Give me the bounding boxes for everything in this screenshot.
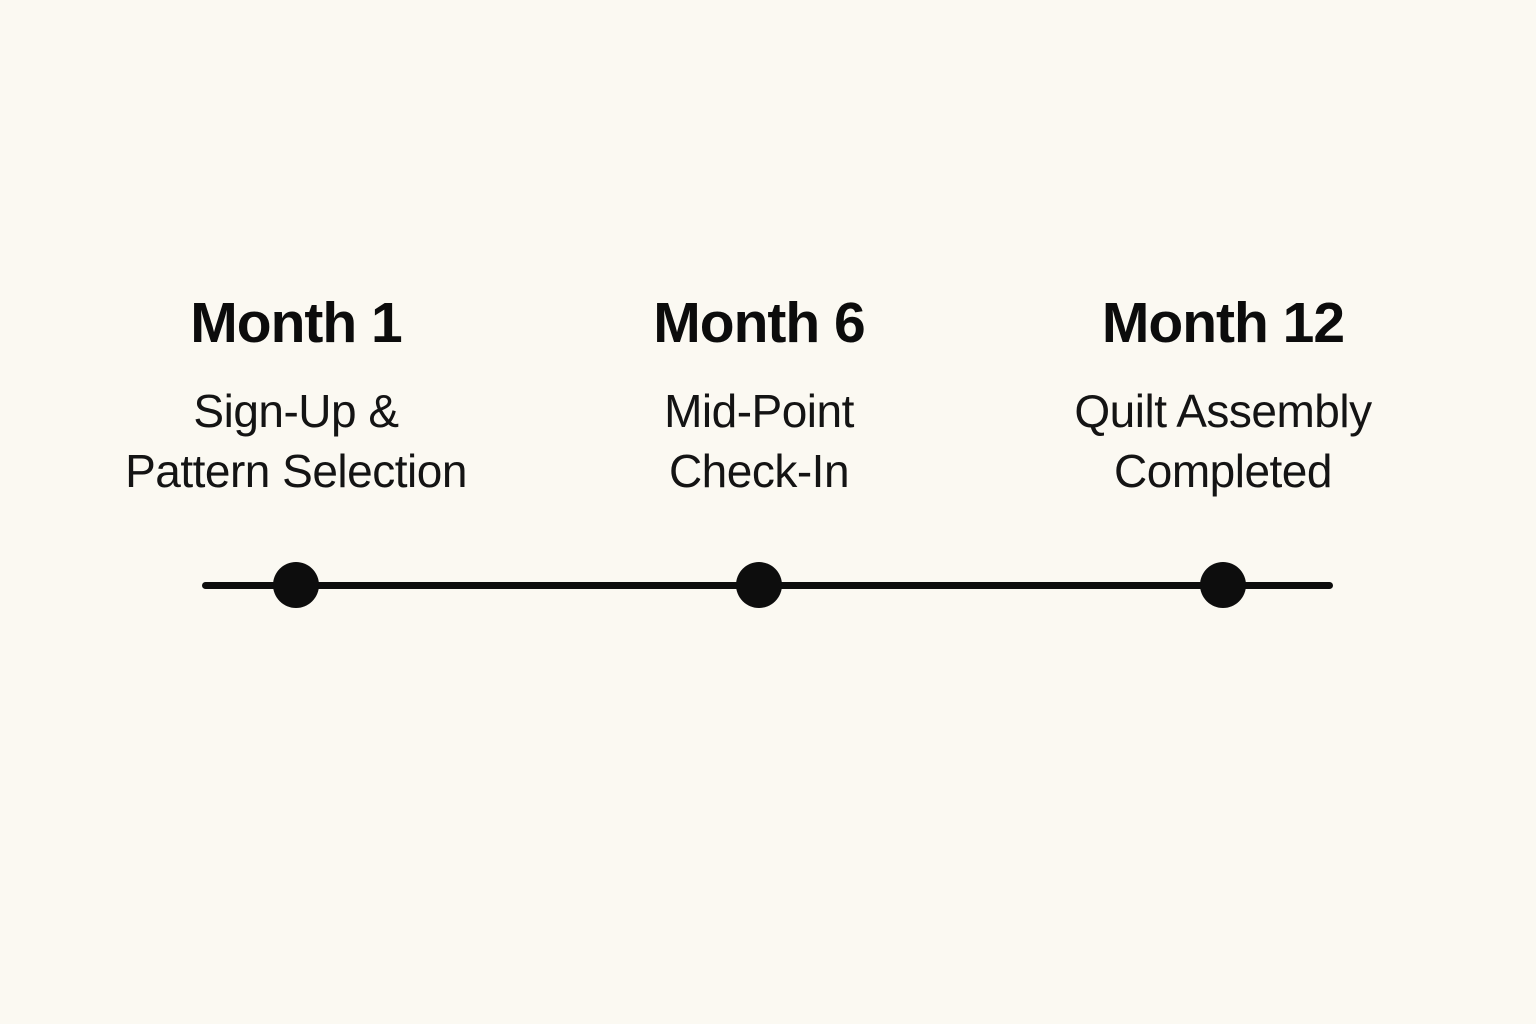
milestone-description: Sign-Up & Pattern Selection: [125, 384, 467, 497]
milestone-month-12: Month 12 Quilt Assembly Completed: [973, 292, 1473, 501]
timeline-dot-month-1: [273, 562, 319, 608]
milestone-title: Month 6: [653, 291, 865, 355]
milestone-month-6: Month 6 Mid-Point Check-In: [509, 292, 1009, 501]
milestone-title: Month 12: [1101, 291, 1345, 355]
milestone-description: Quilt Assembly Completed: [1074, 384, 1372, 497]
milestone-description: Mid-Point Check-In: [664, 384, 854, 497]
milestone-month-1: Month 1 Sign-Up & Pattern Selection: [46, 292, 546, 501]
milestone-title: Month 1: [190, 291, 402, 355]
timeline-dot-month-6: [736, 562, 782, 608]
timeline-dot-month-12: [1200, 562, 1246, 608]
